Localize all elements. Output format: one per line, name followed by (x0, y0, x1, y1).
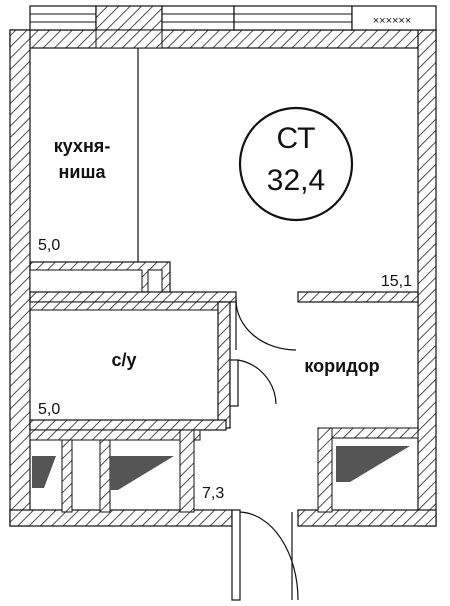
entrance-door (231, 509, 299, 601)
window (161, 5, 235, 31)
bathroom-door (229, 359, 277, 407)
lower-storage (29, 429, 201, 513)
bathroom-area: 5,0 (38, 401, 60, 418)
vent-shaft (336, 446, 410, 482)
bottom-wall-left (9, 509, 233, 527)
bottom-wall-right (297, 509, 437, 527)
window (95, 5, 163, 31)
living-area: 15,1 (381, 273, 412, 290)
window (29, 5, 97, 31)
left-wall (9, 29, 31, 527)
living-partition-right (297, 291, 419, 303)
top-windows: ×××××× (29, 5, 437, 49)
bathroom-name: с/у (111, 350, 136, 370)
window (233, 5, 353, 31)
right-wall (417, 29, 437, 527)
vent-shaft (32, 456, 56, 488)
kitchen-area: 5,0 (38, 237, 60, 254)
total-area: 32,4 (267, 164, 325, 197)
kitchen-counter (29, 261, 171, 293)
svg-text:××××××: ×××××× (373, 15, 412, 27)
kitchen-name-line2: ниша (59, 162, 107, 182)
kitchen-name-line1: кухня- (54, 136, 111, 156)
unit-badge: СТ 32,4 (238, 106, 354, 222)
unit-type: СТ (277, 122, 316, 155)
bathroom-walls (29, 301, 231, 431)
right-storage (317, 427, 419, 513)
balcony-rail (351, 5, 437, 31)
top-wall (9, 29, 437, 49)
vent-shaft (110, 456, 174, 490)
living-partition (29, 291, 237, 303)
corridor-name: коридор (304, 356, 379, 376)
living-door (235, 299, 297, 351)
corridor-area: 7,3 (202, 485, 224, 502)
unit-badge-circle (238, 106, 354, 222)
